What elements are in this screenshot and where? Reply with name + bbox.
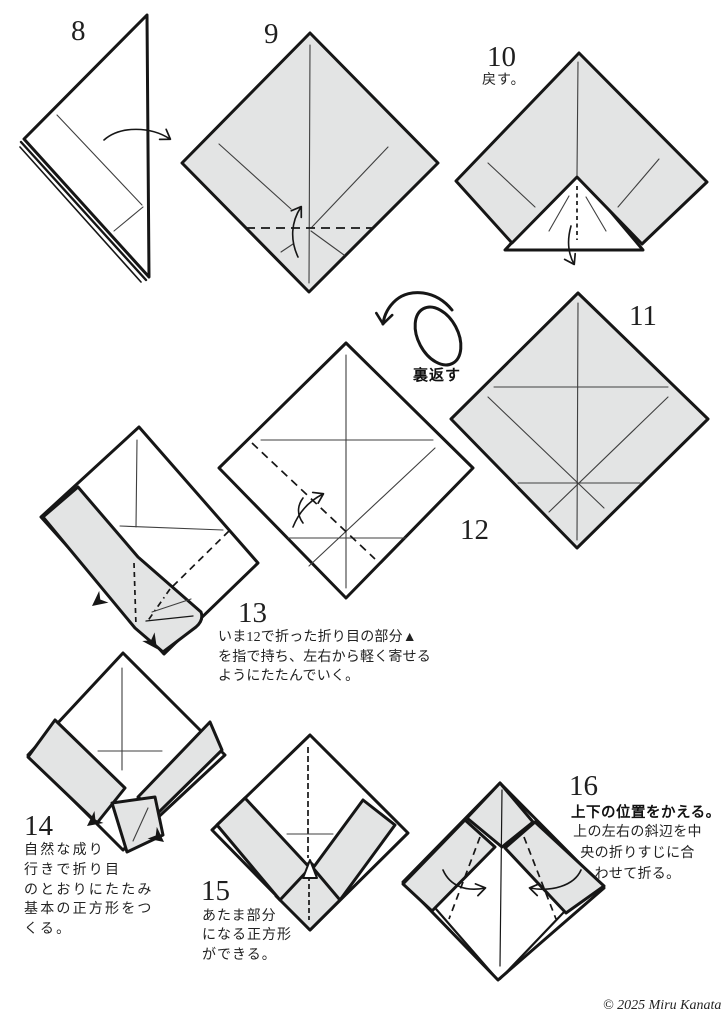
flip-over-icon — [375, 291, 463, 367]
step14-caption: 自然な成り 行きで折り目 のとおりにたたみ 基本の正方形をつ くる。 — [24, 841, 154, 940]
step9-figure — [180, 31, 440, 294]
caption-line: あたま部分 — [202, 909, 277, 924]
caption-line: のとおりにたたみ — [24, 882, 154, 898]
step11-figure — [449, 291, 710, 550]
step10-caption: 戻す。 — [482, 73, 526, 88]
step14-number: 14 — [24, 810, 53, 842]
caption-line: ができる。 — [202, 947, 277, 963]
caption-line: 上の左右の斜辺を中 — [573, 825, 702, 840]
step13-number: 13 — [238, 597, 267, 629]
flip-over-label: 裏返す — [413, 367, 462, 384]
step8-number: 8 — [71, 15, 86, 47]
caption-line: 自然な成り — [24, 843, 105, 858]
step16-caption-bold: 上下の位置をかえる。 — [571, 805, 721, 821]
caption-line: 央の折りすじに合 — [580, 846, 695, 861]
step10-figure — [454, 51, 709, 266]
step15-number: 15 — [201, 875, 230, 907]
step15-caption: あたま部分 になる正方形 ができる。 — [202, 907, 292, 965]
step8-figure — [19, 13, 172, 283]
copyright-notice: © 2025 Miru Kanata — [603, 998, 722, 1013]
caption-line: になる正方形 — [202, 928, 292, 944]
caption-line: いま12で折った折り目の部分▲ — [218, 630, 417, 645]
caption-line: ようにたたんでいく。 — [218, 669, 360, 684]
step12-figure — [217, 341, 475, 600]
step11-number: 11 — [629, 300, 657, 332]
caption-line: くる。 — [24, 922, 73, 938]
step15-figure — [210, 733, 410, 932]
step10-number: 10 — [487, 41, 516, 73]
step9-number: 9 — [264, 18, 279, 50]
step16-caption: 上の左右の斜辺を中 央の折りすじに合 わせて折る。 — [540, 822, 724, 885]
step13-figure — [39, 425, 260, 656]
caption-line: わせて折る。 — [594, 867, 681, 882]
step12-number: 12 — [460, 514, 489, 546]
step14-figure — [26, 651, 227, 854]
caption-line: 基本の正方形をつ — [24, 902, 154, 918]
caption-line: を指で持ち、左右から軽く寄せる — [218, 649, 431, 665]
step13-caption: いま12で折った折り目の部分▲ を指で持ち、左右から軽く寄せる ようにたたんでい… — [218, 628, 431, 687]
caption-line: 行きで折り目 — [24, 862, 122, 878]
step16-figure — [401, 781, 606, 982]
step16-number: 16 — [569, 770, 598, 802]
